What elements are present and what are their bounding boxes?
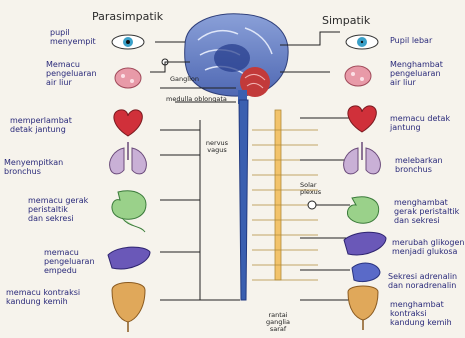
medulla-oblongata-label: medulla oblongata [166,96,227,103]
right-label-saliva: Menghambat pengeluaran air liur [390,60,443,87]
ganglion-label: Ganglion [170,76,199,83]
eye-icon-right [346,35,378,49]
left-label-saliva: Memacu pengeluaran air liur [46,60,97,87]
bladder-icon [112,283,145,333]
liver-icon-right [344,232,386,255]
left-label-pupil: pupil menyempit [50,28,96,46]
salivary-gland-icon-right [345,66,371,86]
sympathetic-nerves [280,32,350,300]
lungs-icon-right [344,142,381,174]
parasympathetic-header: Parasimpatik [92,10,163,23]
eye-icon [112,35,144,49]
left-label-bladder: memacu kontraksi kandung kemih [6,288,80,306]
left-label-bronchus: Menyempitkan bronchus [4,158,63,176]
right-label-heart: memacu detak jantung [390,114,450,132]
heart-icon [114,110,142,136]
right-label-glycogen: merubah glikogen menjadi glukosa [392,238,465,256]
solar-plexus-label: Solar plexus [300,182,321,196]
adrenal-gland-icon [352,263,380,282]
liver-icon [108,247,150,269]
rantai-ganglia-label: rantai ganglia saraf [258,312,298,333]
right-label-peristaltic: menghambat gerak peristaltik dan sekresi [394,198,459,225]
bladder-icon-right [348,286,378,330]
right-label-pupil: Pupil lebar [390,36,432,45]
left-label-heart: memperlambat detak jantung [10,116,72,134]
salivary-gland-icon [115,68,141,88]
nervus-vagus-label: nervus vagus [200,140,234,154]
sympathetic-header: Simpatik [322,14,370,27]
heart-icon-right [348,106,376,132]
stomach-icon-right [347,197,378,223]
lungs-icon [110,142,147,174]
brain [185,14,288,104]
spinal-cord [239,100,248,300]
right-label-adrenalin: Sekresi adrenalin dan noradrenalin [388,272,457,290]
right-label-bronchus: melebarkan bronchus [395,156,443,174]
stomach-icon [112,191,146,232]
left-label-bile: memacu pengeluaran empedu [44,248,95,275]
right-label-bladder: menghambat kontraksi kandung kemih [390,300,452,327]
left-label-peristaltic: memacu gerak peristaltik dan sekresi [28,196,88,223]
